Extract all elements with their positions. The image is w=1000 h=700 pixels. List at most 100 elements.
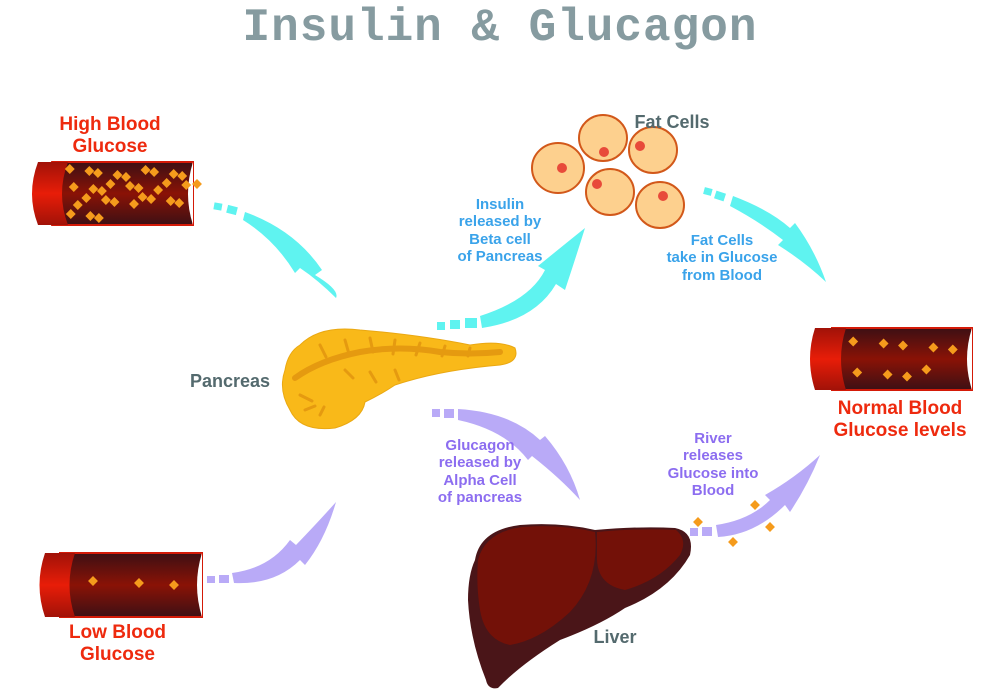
fat-cell <box>628 126 678 174</box>
arrow-pancreas-to-liver <box>432 409 580 500</box>
label-line: of Pancreas <box>457 247 543 265</box>
label-line: Glucose <box>80 643 155 665</box>
label-line: High Blood <box>59 114 161 135</box>
fat-cell <box>635 181 685 229</box>
glucose-particle <box>750 500 760 510</box>
label-low-blood-glucose: Low Blood Glucose <box>45 622 190 666</box>
fat-cell-nucleus <box>599 147 609 157</box>
glucose-particle <box>96 186 107 196</box>
vessel-high-glucose <box>32 161 202 226</box>
glucose-particle <box>112 170 123 180</box>
label-line: Insulin <box>475 196 525 213</box>
label-pancreas: Pancreas <box>189 371 271 391</box>
arrow-liver-to-normal <box>690 455 820 537</box>
glucose-particle <box>149 167 160 177</box>
fat-cells-cluster <box>531 114 685 229</box>
label-line: from Blood <box>682 266 762 284</box>
glucose-particle <box>882 369 893 380</box>
label-line: Normal Blood <box>837 398 963 419</box>
glucose-particle <box>928 342 939 353</box>
fat-cell-nucleus <box>592 179 602 189</box>
glucose-particle <box>137 192 148 202</box>
arrow-low-to-pancreas <box>207 502 336 584</box>
label-high-blood-glucose: High Blood Glucose <box>40 114 180 158</box>
fat-cell-nucleus <box>557 163 567 173</box>
liver-illustration <box>468 524 691 689</box>
glucose-particle <box>765 522 775 532</box>
glucose-particle <box>129 199 139 209</box>
label-line: Low Blood <box>68 622 167 643</box>
glucose-particle <box>100 195 111 205</box>
label-line: released by <box>438 454 522 472</box>
label-line: take in Glucose <box>666 249 778 267</box>
fat-cell <box>578 114 628 162</box>
glucose-particle <box>92 168 103 178</box>
label-fat-cells: Fat Cells <box>634 112 710 132</box>
glucose-particle <box>64 164 75 174</box>
glucose-particle <box>109 197 120 207</box>
pancreas-illustration <box>281 328 517 430</box>
label-line: Glucagon <box>445 437 515 454</box>
vessel-low-glucose <box>39 552 203 618</box>
glucose-particle <box>72 200 83 210</box>
glucose-particle <box>165 196 176 206</box>
arrow-high-to-pancreas <box>213 202 337 298</box>
glucose-particle <box>105 179 116 189</box>
label-line: of pancreas <box>437 488 523 506</box>
glucose-particles-released <box>693 500 775 547</box>
glucose-particle <box>848 336 859 347</box>
glucose-particle <box>177 171 188 181</box>
glucose-particles-normal <box>848 336 958 382</box>
glucose-particle <box>146 194 157 204</box>
label-normal-blood-glucose: Normal Blood Glucose levels <box>800 398 1000 442</box>
label-liver-releases-glucose: River releases Glucose into Blood <box>658 430 768 499</box>
vessel-normal-glucose <box>810 327 973 391</box>
label-line: releases <box>682 447 744 465</box>
glucose-particle <box>68 182 79 192</box>
glucose-particle <box>133 183 144 193</box>
label-line: Glucose <box>72 135 148 157</box>
fat-cell <box>585 168 635 216</box>
glucose-particle <box>728 537 738 547</box>
arrow-fat-cells-to-normal <box>703 187 826 282</box>
glucose-particle <box>88 184 99 194</box>
label-line: Beta cell <box>469 230 531 248</box>
glucose-particle <box>921 364 932 375</box>
glucose-particle <box>65 209 76 219</box>
glucose-particle <box>93 213 104 223</box>
glucose-particle <box>85 211 96 221</box>
diagram-title: Insulin & Glucagon <box>242 2 758 54</box>
label-insulin-released: Insulin released by Beta cell of Pancrea… <box>440 196 560 265</box>
glucose-particle <box>693 517 703 527</box>
glucose-particle <box>140 165 151 175</box>
label-line: Glucose levels <box>833 419 967 441</box>
label-line: Glucose into <box>667 464 759 482</box>
label-line: Fat Cells <box>690 232 754 249</box>
glucose-particle <box>153 185 164 195</box>
label-fat-cells-take-in-glucose: Fat Cells take in Glucose from Blood <box>662 232 782 284</box>
glucose-particle <box>161 178 172 188</box>
label-liver: Liver <box>593 627 637 647</box>
glucose-particle <box>174 198 185 208</box>
glucose-particle <box>84 166 95 176</box>
fat-cell-nucleus <box>635 141 645 151</box>
glucose-particles-high <box>64 164 202 223</box>
glucose-particle <box>168 169 179 179</box>
glucose-particle <box>192 179 202 189</box>
glucose-particle <box>81 193 92 203</box>
glucose-particle <box>134 578 144 588</box>
label-glucagon-released: Glucagon released by Alpha Cell of pancr… <box>420 437 540 506</box>
glucose-particle <box>902 371 912 382</box>
glucose-particle <box>88 576 98 586</box>
label-line: Blood <box>691 481 735 499</box>
glucose-particle <box>181 180 192 190</box>
glucose-particle <box>898 340 908 351</box>
glucose-particles-low <box>88 576 179 590</box>
glucose-particle <box>878 338 889 349</box>
arrow-pancreas-to-fat-cells <box>437 228 585 330</box>
fat-cell-nucleus <box>658 191 668 201</box>
glucose-particle <box>947 344 958 355</box>
label-line: released by <box>458 213 542 231</box>
glucose-particle <box>169 580 179 590</box>
